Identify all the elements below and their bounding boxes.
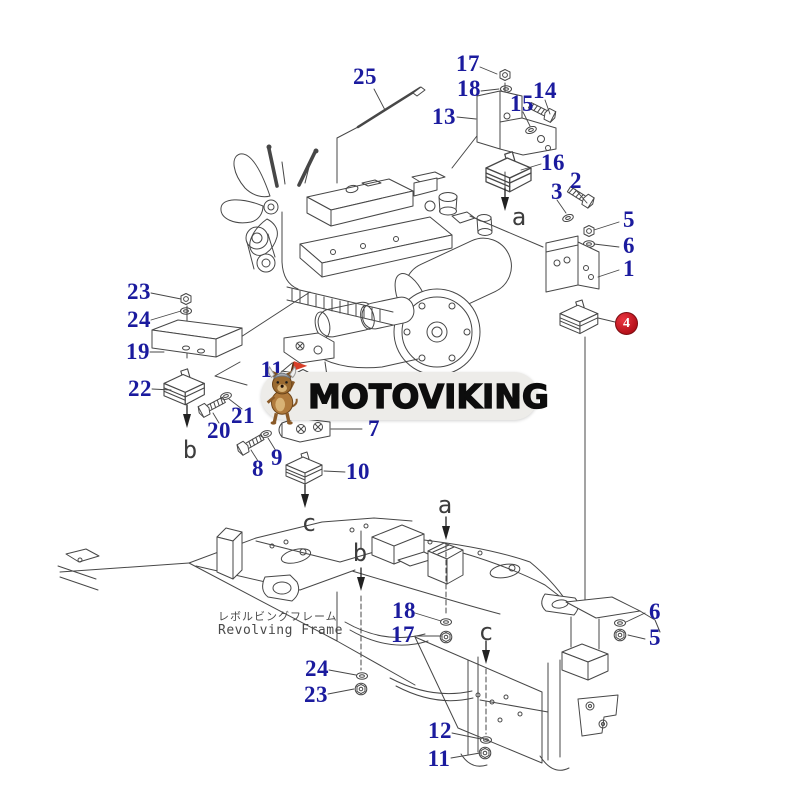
part-number-label-3-8: 3 <box>551 179 563 204</box>
part-number-label-17-24: 17 <box>391 622 415 647</box>
part-number-label-5-9: 5 <box>623 207 635 232</box>
frame-wing-tab <box>577 694 619 737</box>
part-number-label-20-18: 20 <box>207 418 231 443</box>
nut-17-frame <box>439 630 453 644</box>
part-number-label-24-13: 24 <box>127 307 151 332</box>
frame-left-post <box>216 527 243 580</box>
mount-16 <box>485 151 532 193</box>
part-number-label-13-3: 13 <box>432 104 456 129</box>
nut-23 <box>180 293 192 305</box>
washer-21 <box>219 390 233 402</box>
swing-pivot-boss <box>262 574 300 602</box>
frame-caption-jp: レボルビングフレーム <box>218 610 338 623</box>
part-number-label-21-17: 21 <box>231 403 255 428</box>
reference-letter-c-4: c <box>301 509 317 537</box>
part-number-label-8-21: 8 <box>252 456 264 481</box>
logo-text: MOTOVIKING <box>307 376 549 416</box>
engine-block <box>281 211 453 290</box>
bolt-20 <box>195 393 228 419</box>
washer-24-frame <box>356 672 368 680</box>
part-number-label-1-11: 1 <box>623 256 635 281</box>
part-4-badge-number: 4 <box>623 315 630 331</box>
engine-line-art <box>214 86 544 420</box>
nut-23-frame <box>354 682 368 696</box>
part-number-label-2-7: 2 <box>570 168 582 193</box>
fastener-parts <box>151 69 600 604</box>
revolving-frame-line-art <box>57 517 661 771</box>
part-number-label-22-15: 22 <box>128 376 152 401</box>
exhaust-stub <box>476 214 493 236</box>
reference-letter-b-3: b <box>352 539 368 567</box>
nut-5 <box>583 225 595 237</box>
part-number-label-23-12: 23 <box>127 279 151 304</box>
part-number-label-10-22: 10 <box>346 459 370 484</box>
part-number-label-5-26: 5 <box>649 625 661 650</box>
part-number-label-24-27: 24 <box>305 656 329 681</box>
part-number-label-7-19: 7 <box>368 416 380 441</box>
frame-mount-block-a <box>427 542 464 585</box>
washer-6-frame <box>614 619 626 627</box>
frame-center-bracket <box>371 524 437 567</box>
flywheel <box>393 288 481 376</box>
cylinder-ribs <box>286 286 419 369</box>
part-number-label-15-4: 15 <box>510 91 534 116</box>
valve-cover <box>306 178 414 227</box>
mount-22 <box>163 368 205 406</box>
part-number-label-12-29: 12 <box>428 718 452 743</box>
mount-10 <box>285 451 323 485</box>
motoviking-watermark: MOTOVIKING <box>261 361 550 425</box>
frame-right-member <box>561 596 661 681</box>
mascot-flag <box>293 361 308 371</box>
washer-18-frame <box>440 618 452 626</box>
reference-letter-c-5: c <box>478 618 494 646</box>
down-arrow-b-frame <box>356 567 366 592</box>
bracket-19 <box>151 319 243 358</box>
reference-letter-b-2: b <box>182 436 198 464</box>
plate-with-holes <box>283 332 335 364</box>
viking-dog-mascot-icon <box>266 361 308 425</box>
part-number-label-18-2: 18 <box>457 76 481 101</box>
sensor-wire-part-25 <box>336 86 426 184</box>
engine-top-stems <box>266 144 319 188</box>
nut-17 <box>499 69 511 81</box>
bracket-1 <box>545 235 600 293</box>
intake-and-filler <box>411 171 476 224</box>
part-number-label-18-23: 18 <box>392 598 416 623</box>
part-number-label-6-25: 6 <box>649 599 661 624</box>
part-number-label-16-6: 16 <box>541 150 565 175</box>
down-arrow-c-engine <box>300 484 310 509</box>
reference-letter-a-1: a <box>437 491 453 519</box>
part-4-badge: 4 <box>615 312 638 335</box>
washer-24 <box>180 307 192 315</box>
part-number-label-9-20: 9 <box>271 445 283 470</box>
part-number-label-19-14: 19 <box>126 339 150 364</box>
nut-5-frame <box>613 628 627 642</box>
assembly-reference-lines <box>182 187 627 760</box>
frame-front-panel <box>414 636 570 771</box>
washer-3 <box>561 212 575 224</box>
down-arrow-b-engine <box>182 404 192 429</box>
part-number-label-25-0: 25 <box>353 64 377 89</box>
washer-9 <box>259 428 273 440</box>
part-number-label-23-28: 23 <box>304 682 328 707</box>
bracket-13 <box>476 90 557 156</box>
frame-caption: レボルビングフレーム Revolving Frame <box>218 610 343 639</box>
nut-11-frame <box>478 746 492 760</box>
down-arrow-a-frame <box>441 516 451 541</box>
part-number-label-6-10: 6 <box>623 233 635 258</box>
part-number-label-11-30: 11 <box>427 746 451 771</box>
reference-letter-a-0: a <box>511 203 527 231</box>
part-number-label-17-1: 17 <box>456 51 480 76</box>
mount-4 <box>559 299 599 335</box>
frame-caption-en: Revolving Frame <box>218 622 343 638</box>
part-number-label-14-5: 14 <box>533 78 557 103</box>
